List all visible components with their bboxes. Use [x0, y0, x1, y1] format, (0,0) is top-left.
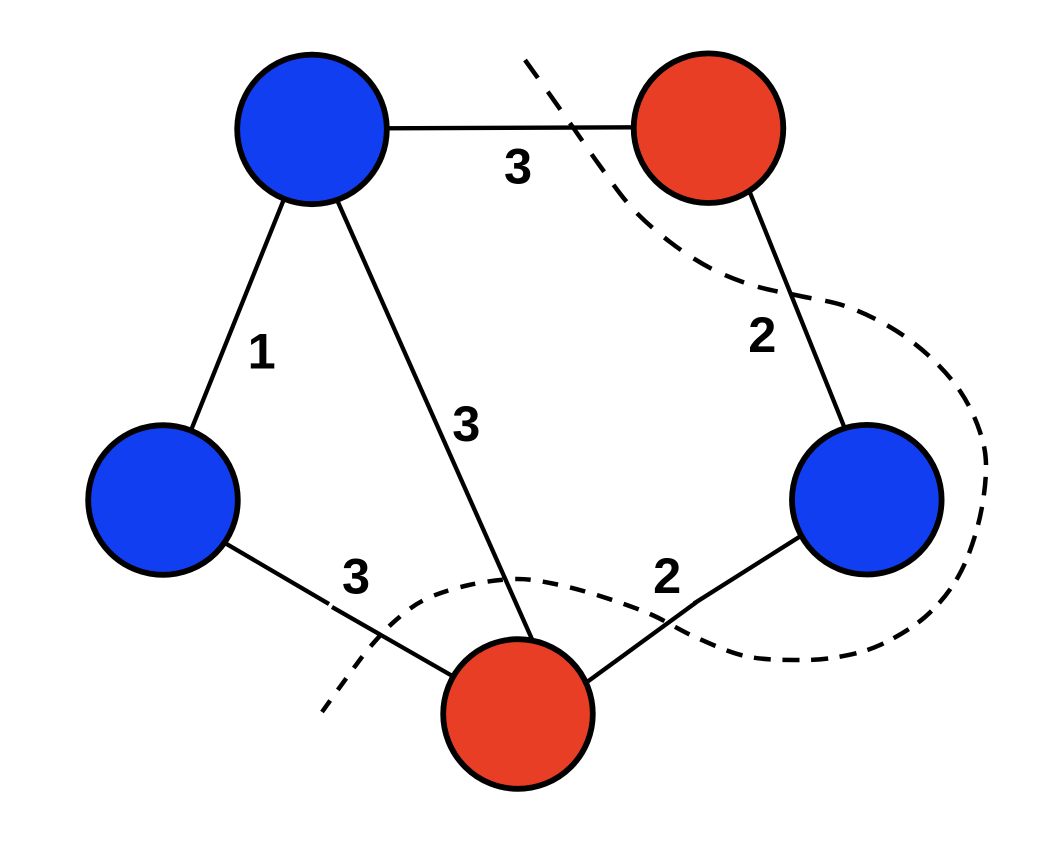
svg-text:3: 3 [452, 395, 480, 452]
svg-text:1: 1 [248, 323, 276, 380]
svg-text:2: 2 [653, 547, 681, 604]
svg-text:2: 2 [748, 306, 776, 363]
svg-text:3: 3 [342, 548, 370, 605]
svg-text:3: 3 [504, 137, 532, 194]
